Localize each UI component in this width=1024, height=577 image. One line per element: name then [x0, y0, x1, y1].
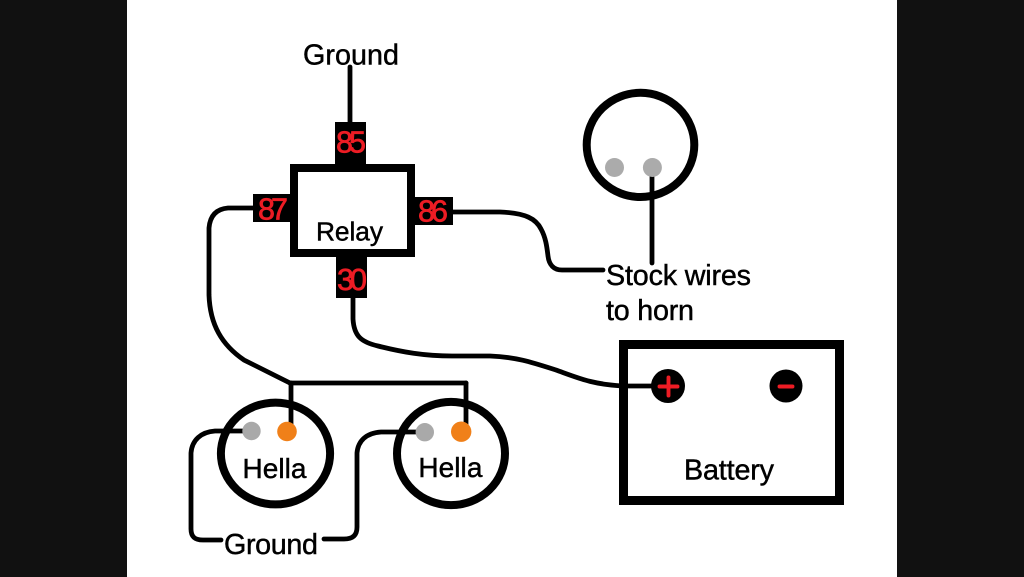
svg-text:85: 85	[336, 126, 366, 160]
svg-text:Stock wires: Stock wires	[606, 260, 751, 292]
svg-text:Ground: Ground	[224, 529, 318, 561]
svg-text:87: 87	[258, 193, 288, 227]
svg-text:30: 30	[337, 263, 367, 297]
svg-text:to horn: to horn	[606, 295, 694, 327]
svg-text:Hella: Hella	[418, 452, 482, 483]
svg-text:86: 86	[418, 195, 448, 229]
svg-text:Hella: Hella	[243, 453, 307, 484]
svg-text:Ground: Ground	[303, 40, 399, 72]
svg-text:Relay: Relay	[316, 217, 384, 247]
svg-text:Battery: Battery	[684, 455, 775, 487]
